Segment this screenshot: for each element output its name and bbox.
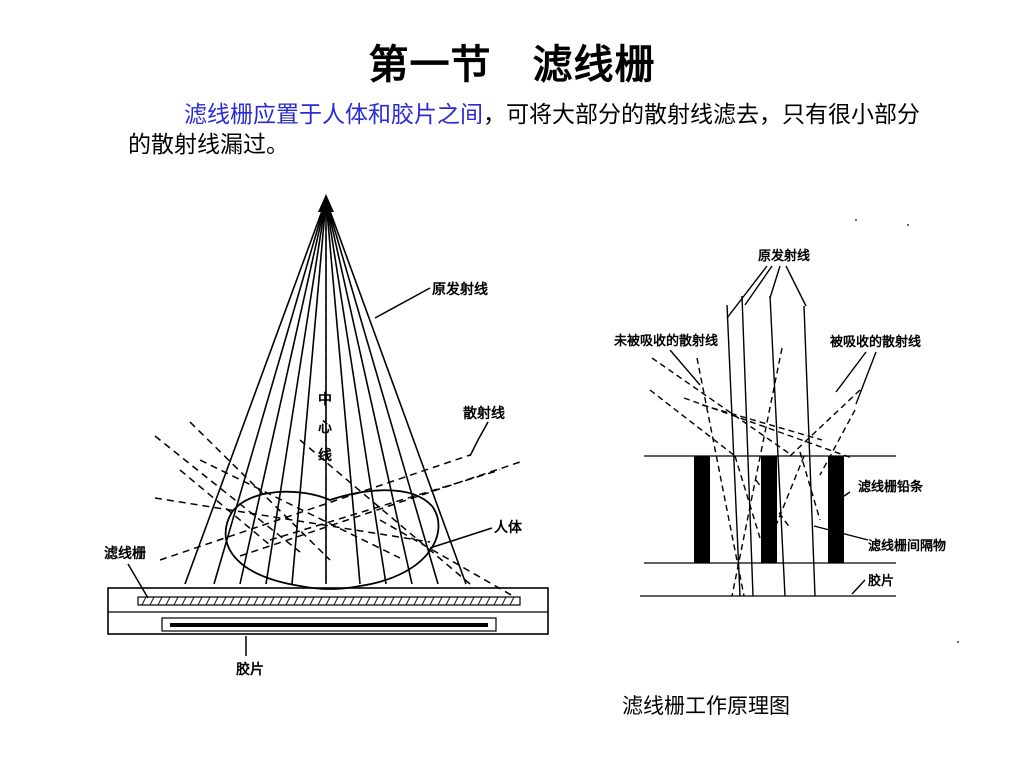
lead-strip-2 [761, 456, 777, 563]
stray-dot-1 [855, 219, 857, 221]
label-lead-strip: 滤线栅铅条 [858, 479, 924, 495]
grid-strip [137, 596, 521, 606]
paragraph-rest: ，可将大部分的散射线滤去，只有很小部分的散射线漏过。 [128, 102, 920, 158]
cassette-box [107, 587, 549, 635]
label-primary-rays-right: 原发射线 [758, 248, 810, 264]
label-primary-rays-left: 原发射线 [432, 281, 488, 298]
paragraph-highlight: 滤线栅应置于人体和胶片之间 [184, 102, 483, 128]
film-sheet [170, 623, 488, 627]
stray-dot-3 [957, 641, 959, 643]
primary-ray-fan [184, 199, 467, 585]
label-grid-left: 滤线栅 [104, 545, 146, 562]
label-unabsorbed-scatter: 未被吸收的散射线 [613, 333, 718, 349]
right-diagram [640, 219, 959, 643]
left-leaders [127, 287, 493, 656]
scatter-rays-right [649, 347, 861, 597]
label-central-line-1: 中 [318, 391, 332, 408]
body-outline [224, 489, 440, 590]
body-paragraph: 滤线栅应置于人体和胶片之间，可将大部分的散射线滤去，只有很小部分的散射线漏过。 [128, 100, 928, 160]
label-central-line-2: 心 [318, 420, 332, 436]
scatter-rays [154, 421, 521, 601]
film-holder [161, 617, 497, 632]
label-interspace: 滤线栅间隔物 [868, 538, 946, 554]
lead-strip-3 [828, 456, 844, 563]
label-central-line-3: 线 [318, 447, 332, 464]
label-film-right: 胶片 [868, 573, 894, 589]
left-diagram [107, 194, 549, 656]
stray-dot-2 [907, 224, 909, 226]
figure-caption: 滤线栅工作原理图 [622, 694, 790, 718]
grid-hatch [141, 596, 515, 606]
label-body: 人体 [494, 519, 523, 536]
label-absorbed-scatter: 被吸收的散射线 [829, 334, 921, 350]
label-film-left: 胶片 [236, 661, 264, 678]
lead-strip-1 [694, 456, 710, 563]
slide-title: 第一节 滤线栅 [368, 41, 656, 88]
label-scatter-left: 散射线 [463, 405, 505, 422]
right-leaders [669, 265, 877, 595]
